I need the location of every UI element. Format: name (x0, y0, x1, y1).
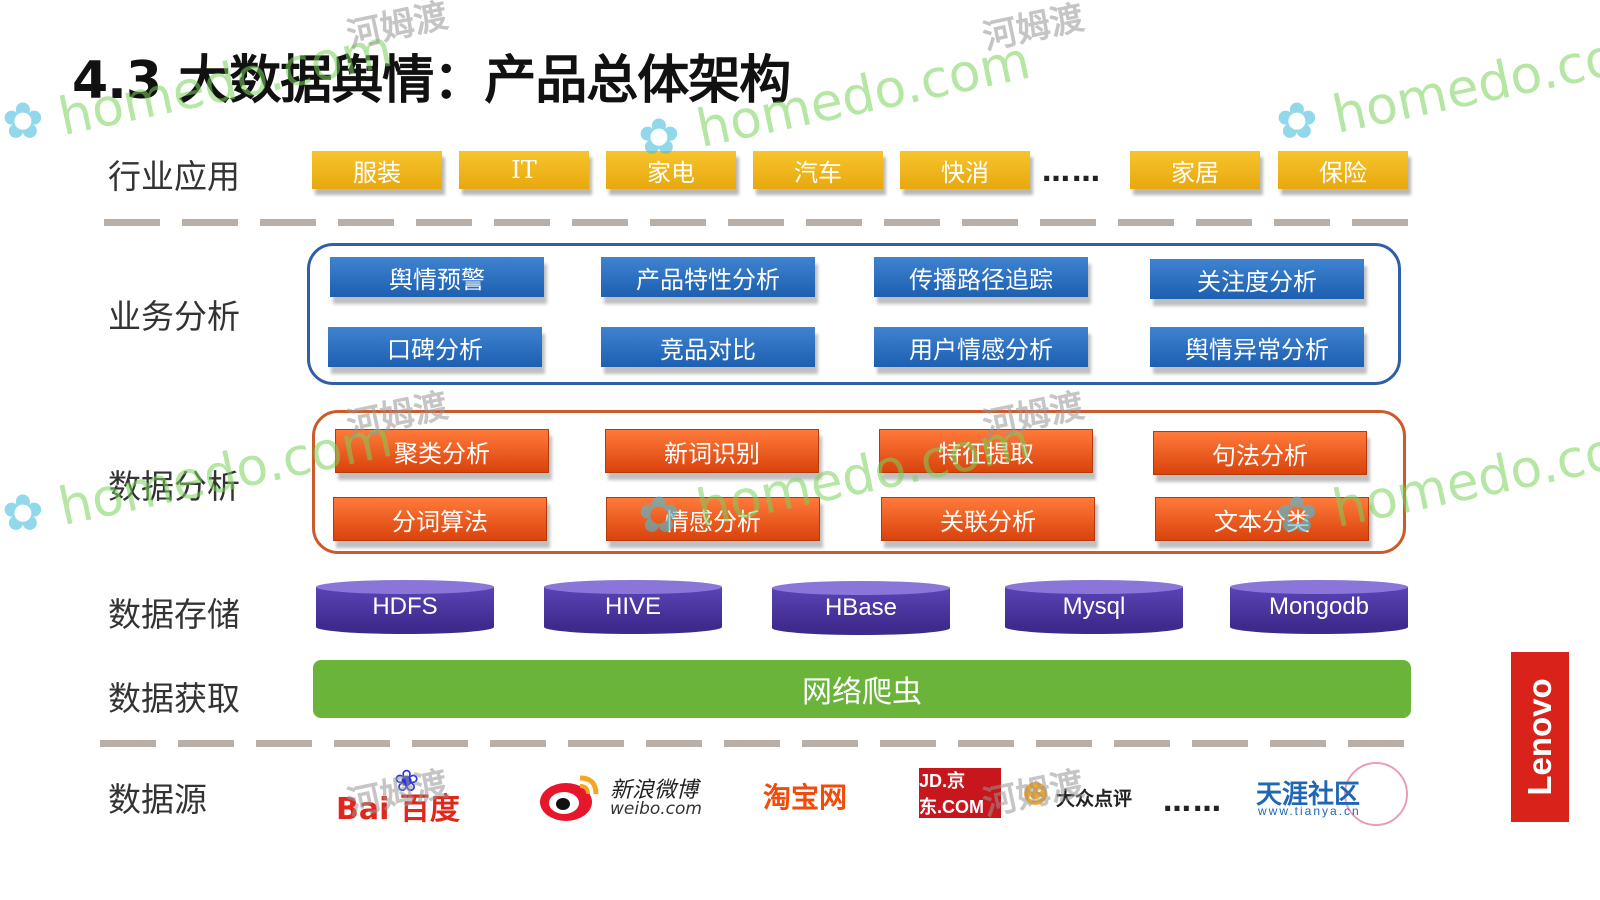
row-label-acquisition: 数据获取 (108, 679, 240, 718)
watermark-flower-icon: ✿ (1276, 92, 1318, 150)
da-box-text-classification: 文本分类 (1155, 497, 1369, 541)
watermark-flower-icon: ✿ (638, 486, 680, 544)
storage-cylinder-hdfs: HDFS (316, 580, 494, 634)
divider-bottom (100, 740, 1412, 747)
sources-ellipsis: …… (1163, 785, 1223, 818)
data-analysis-frame (312, 410, 1406, 554)
industry-box-fmcg: 快消 (900, 151, 1030, 189)
watermark-flower-icon: ✿ (638, 108, 680, 166)
jd-logo: JD.京东.COM (919, 768, 1001, 818)
industry-box-appliance: 家电 (606, 151, 736, 189)
divider-top (104, 219, 1414, 226)
biz-box-propagation-tracking: 传播路径追踪 (874, 257, 1088, 297)
row-label-business: 业务分析 (108, 297, 240, 336)
da-box-segmentation: 分词算法 (333, 497, 547, 541)
row-label-data-analysis: 数据分析 (108, 467, 240, 506)
business-analysis-frame (307, 243, 1401, 385)
tianya-globe-icon (1344, 762, 1408, 826)
industry-box-insurance: 保险 (1278, 151, 1408, 189)
industry-box-it: IT (459, 151, 589, 189)
dianping-name: 大众点评 (1056, 788, 1133, 810)
industry-box-home: 家居 (1130, 151, 1260, 189)
biz-box-anomaly: 舆情异常分析 (1150, 327, 1364, 367)
da-box-clustering: 聚类分析 (335, 429, 549, 473)
lenovo-badge: Lenovo (1511, 652, 1569, 822)
weibo-eye-icon (540, 775, 599, 821)
weibo-logo: 新浪微博 weibo.com (538, 768, 718, 824)
tianya-domain: www.tianya.cn (1258, 804, 1361, 818)
watermark-flower-icon: ✿ (1276, 486, 1318, 544)
industry-ellipsis: …… (1042, 155, 1102, 188)
dianping-icon: ☻ (1022, 780, 1050, 810)
industry-box-auto: 汽车 (753, 151, 883, 189)
weibo-name: 新浪微博 (610, 778, 699, 803)
watermark-flower-icon: ✿ (2, 92, 44, 150)
storage-cylinder-hive: HIVE (544, 580, 722, 634)
lenovo-wordmark: Lenovo (1521, 678, 1558, 796)
baidu-paw-icon: ❀ (394, 764, 420, 799)
industry-box-clothing: 服装 (312, 151, 442, 189)
da-box-sentiment: 情感分析 (606, 497, 820, 541)
da-box-association: 关联分析 (881, 497, 1095, 541)
biz-box-product-features: 产品特性分析 (601, 257, 815, 297)
da-box-new-words: 新词识别 (605, 429, 819, 473)
biz-box-competitor-compare: 竞品对比 (601, 327, 815, 367)
biz-box-reputation: 口碑分析 (328, 327, 542, 367)
biz-box-user-sentiment: 用户情感分析 (874, 327, 1088, 367)
row-label-source: 数据源 (108, 780, 207, 819)
watermark-text: homedo.com (1327, 16, 1600, 147)
baidu-logo: ❀ Bai 百度 (336, 764, 492, 827)
storage-cylinder-mysql: Mysql (1005, 580, 1183, 634)
biz-box-attention-analysis: 关注度分析 (1150, 259, 1364, 299)
baidu-wordmark: Bai 百度 (336, 792, 460, 827)
dianping-logo: ☻ 大众点评 (1022, 780, 1150, 816)
watermark-flower-icon: ✿ (2, 484, 44, 542)
web-crawler-bar: 网络爬虫 (313, 660, 1411, 718)
storage-cylinder-hbase: HBase (772, 581, 950, 635)
biz-box-sentiment-warning: 舆情预警 (330, 257, 544, 297)
da-box-syntax: 句法分析 (1153, 431, 1367, 475)
row-label-industry: 行业应用 (108, 157, 240, 196)
taobao-logo: 淘宝网 (763, 781, 848, 814)
watermark-cn: 河姆渡 (979, 0, 1088, 59)
storage-cylinder-mongodb: Mongodb (1230, 580, 1408, 634)
da-box-feature-extraction: 特征提取 (879, 429, 1093, 473)
tianya-logo: 天涯社区 www.tianya.cn (1256, 762, 1408, 826)
weibo-domain: weibo.com (610, 799, 702, 819)
page-title: 4.3 大数据舆情：产品总体架构 (72, 51, 791, 111)
tianya-name: 天涯社区 (1256, 780, 1361, 810)
row-label-storage: 数据存储 (108, 595, 240, 634)
storage-label: Mysql (1005, 587, 1183, 627)
